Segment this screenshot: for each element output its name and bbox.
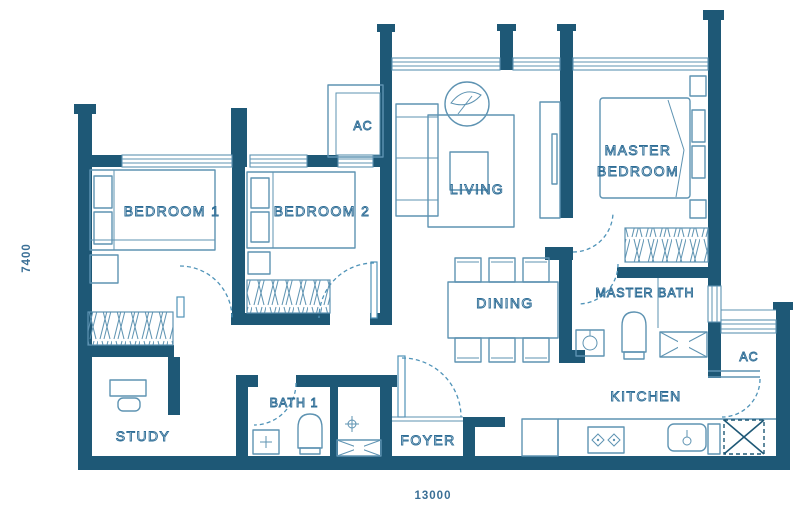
shower-valve-icon — [345, 416, 359, 432]
bath1-sink — [252, 429, 280, 455]
label-master-bedroom-line1: MASTER — [605, 142, 672, 158]
windows — [121, 57, 777, 334]
label-study: STUDY — [116, 428, 170, 444]
doors — [176, 211, 761, 426]
entrance-door-leaf — [397, 355, 406, 418]
bedroom1-bed — [89, 169, 216, 251]
master-bed — [599, 97, 706, 199]
label-bedroom1: BEDROOM 1 — [124, 203, 221, 219]
bedroom2-door-arc — [318, 262, 375, 319]
masterbath-sink — [575, 329, 605, 357]
window-master-bedroom — [572, 57, 709, 71]
entrance-door-arc — [401, 357, 462, 418]
living-sofa — [395, 103, 439, 217]
bedroom1-nightstand — [89, 254, 119, 284]
label-ac-side: AC — [739, 350, 758, 364]
bath1-toilet — [297, 413, 323, 455]
tv-console — [539, 101, 561, 219]
bedroom2-wardrobe — [246, 279, 331, 314]
bedroom2-nightstand — [247, 251, 271, 275]
living-rug — [427, 114, 515, 228]
masterbath-shower-tray — [659, 331, 708, 358]
dimension-height: 7400 — [21, 243, 33, 273]
label-master-bath: MASTER BATH — [596, 286, 695, 300]
label-bath1: BATH 1 — [270, 396, 319, 410]
window-bedroom2-b — [337, 154, 374, 168]
bedroom1-door-arc — [179, 265, 233, 319]
dimension-width: 13000 — [415, 490, 452, 502]
dining-chairs — [454, 257, 550, 363]
label-bedroom2: BEDROOM 2 — [274, 203, 371, 219]
ac-side-door-arc — [721, 378, 761, 418]
fridge — [521, 418, 559, 457]
ac-ledge-side — [708, 309, 776, 378]
room-labels: BEDROOM 1 BEDROOM 2 LIVING MASTER BEDROO… — [21, 119, 758, 502]
bedroom2-bed — [246, 171, 356, 249]
study-desk — [109, 379, 147, 412]
bedroom1-door-leaf — [176, 296, 185, 318]
label-master-bedroom-line2: BEDROOM — [597, 163, 679, 179]
label-foyer: FOYER — [400, 432, 455, 448]
ceiling-fan-icon — [444, 81, 490, 127]
master-nightstand-bottom — [689, 199, 707, 219]
window-master-bath — [707, 285, 722, 323]
masterbath-toilet — [621, 311, 647, 360]
label-ac-upper: AC — [353, 119, 372, 133]
ac-shaft-upper — [327, 84, 384, 158]
master-bath-door-arc — [577, 263, 619, 305]
coffee-table — [449, 151, 489, 191]
window-ac-side — [720, 319, 777, 334]
kitchen-sink — [667, 423, 707, 452]
bedroom1-wardrobe — [87, 311, 174, 346]
window-bedroom1 — [121, 154, 233, 168]
label-kitchen: KITCHEN — [610, 388, 681, 404]
master-bedroom-door-arc — [572, 211, 614, 253]
furniture — [87, 75, 776, 457]
master-nightstand-top — [689, 75, 707, 97]
bedroom2-door-leaf — [370, 261, 378, 319]
window-bedroom2-a — [249, 154, 308, 168]
window-living-b — [512, 57, 561, 71]
ac-unit-box — [723, 419, 765, 455]
bath1-door-arc — [253, 382, 297, 426]
label-dining: DINING — [476, 295, 533, 311]
shower-tray — [336, 439, 382, 457]
window-living-a — [391, 57, 501, 71]
master-wardrobe — [624, 227, 709, 263]
label-living: LIVING — [450, 181, 504, 197]
stove — [587, 426, 625, 454]
